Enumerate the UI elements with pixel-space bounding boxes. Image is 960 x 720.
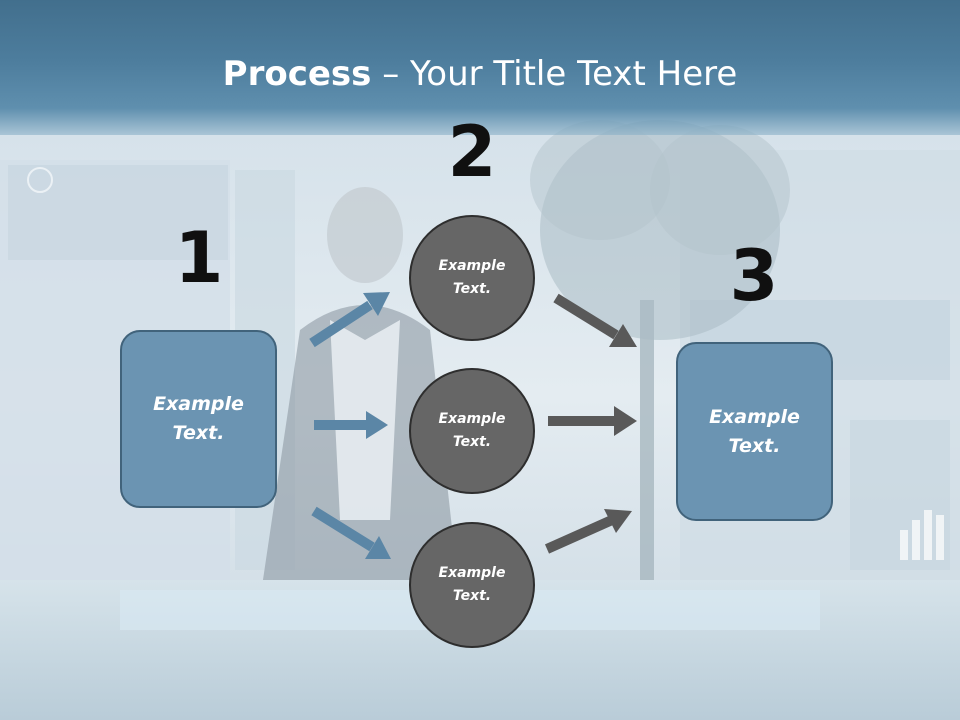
step-2-circle-top: Example Text. <box>409 215 535 341</box>
step-2-circle-middle: Example Text. <box>409 368 535 494</box>
step-3-text: Example Text. <box>709 405 800 457</box>
title-separator: – <box>371 54 411 94</box>
title-strong: Process <box>222 54 372 94</box>
step-1-text: Example Text. <box>153 393 244 444</box>
title-rest: Your Title Text Here <box>410 54 738 94</box>
title-band <box>0 0 960 135</box>
step-2-circle-bottom: Example Text. <box>409 522 535 648</box>
step-1-box: Example Text. <box>120 330 277 508</box>
circle-middle-text: Example Text. <box>438 411 506 450</box>
circle-bottom-text: Example Text. <box>438 565 506 604</box>
step-2-number: 2 <box>447 111 497 193</box>
circle-top-text: Example Text. <box>438 258 506 297</box>
step-3-box: Example Text. <box>676 342 833 521</box>
slide-title: Process – Your Title Text Here <box>0 52 960 96</box>
step-3-number: 3 <box>729 235 779 317</box>
step-1-number: 1 <box>174 217 224 299</box>
